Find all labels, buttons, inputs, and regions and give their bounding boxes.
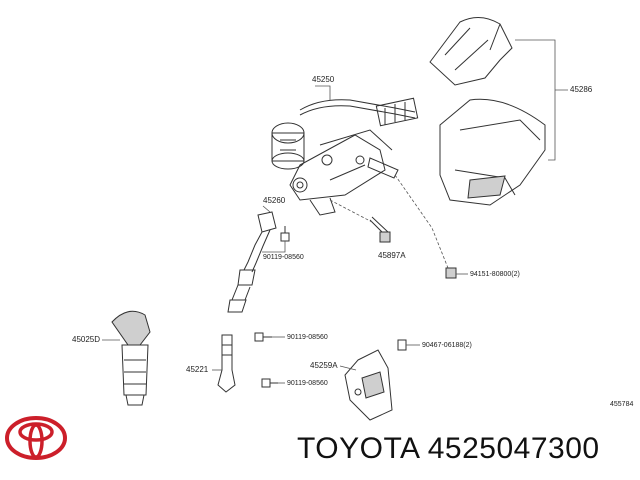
label-45259a: 45259A — [310, 361, 338, 370]
label-45260: 45260 — [263, 196, 286, 205]
toyota-logo-icon — [5, 416, 67, 460]
leader-45259a — [339, 365, 357, 371]
intermediate-shaft — [227, 211, 277, 313]
dashed-line-45897a — [329, 199, 373, 223]
diagram-reference-number: 455784 — [610, 401, 633, 408]
label-45250: 45250 — [312, 75, 335, 84]
steering-column-assembly — [271, 97, 419, 216]
label-94151: 94151-80800(2) — [470, 271, 520, 278]
leader-45286 — [515, 39, 568, 161]
dashed-line-94151 — [394, 174, 449, 269]
nut-94151 — [445, 267, 457, 279]
part-number-caption: TOYOTA 4525047300 — [297, 432, 600, 465]
shaft-45221 — [217, 334, 236, 393]
leader-45260 — [262, 205, 271, 213]
bracket-45259a — [344, 349, 393, 421]
bolt-b — [254, 332, 272, 342]
label-45221: 45221 — [186, 365, 209, 374]
label-90119-a: 90119-08560 — [263, 254, 304, 261]
upper-column-cover — [429, 17, 513, 86]
bolt-c — [261, 378, 278, 388]
label-45897a: 45897A — [378, 251, 406, 260]
label-90119-b: 90119-08560 — [287, 334, 328, 341]
clip-90467 — [397, 339, 407, 351]
leader-90119-a — [262, 241, 286, 253]
label-45286: 45286 — [570, 85, 593, 94]
boot-45025d — [111, 310, 151, 406]
label-90467: 90467-06188(2) — [422, 342, 472, 349]
leader-45250 — [315, 85, 331, 100]
label-90119-c: 90119-08560 — [287, 380, 328, 387]
label-45025d: 45025D — [72, 335, 100, 344]
bolt-a — [280, 226, 290, 242]
bolt-45897a — [369, 216, 391, 243]
lower-column-cover — [439, 98, 546, 206]
